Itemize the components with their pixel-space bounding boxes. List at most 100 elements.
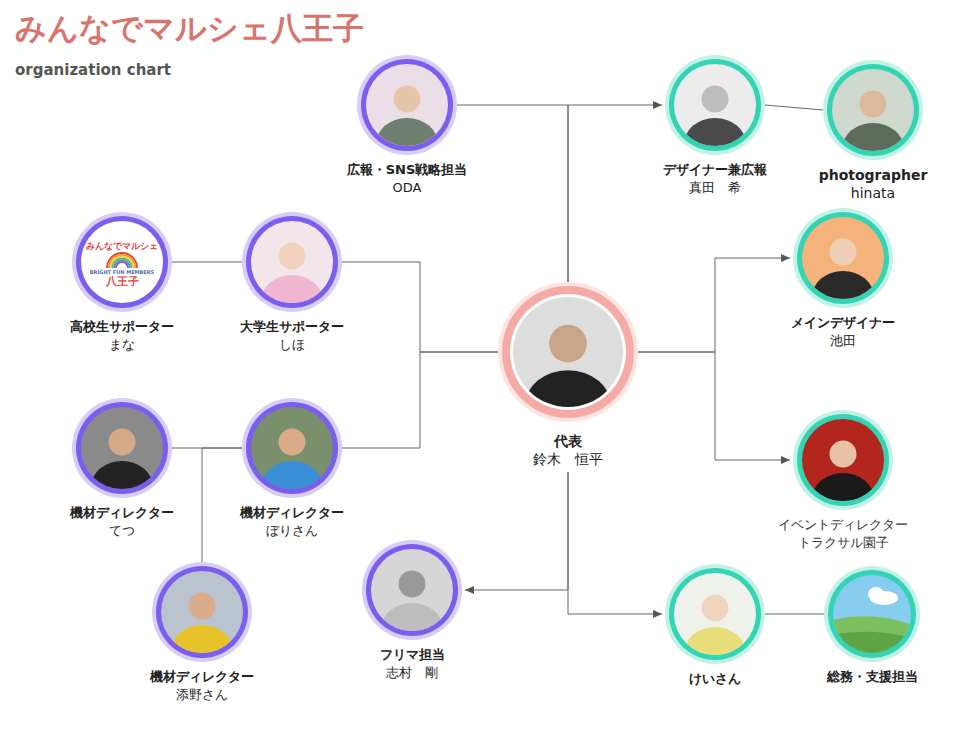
person-body: [261, 275, 323, 312]
portrait-photo: [665, 564, 765, 664]
person-body: [376, 118, 438, 155]
portrait-photo: [498, 282, 638, 422]
member-name: 鈴木 恒平: [533, 450, 603, 468]
ring-halo: [824, 566, 920, 662]
person-head: [830, 239, 857, 266]
role-label: 機材ディレクター: [70, 504, 174, 522]
portrait-ring: [793, 410, 893, 510]
person-body: [171, 625, 233, 662]
portrait-photo: [72, 398, 172, 498]
member-name: ODA: [393, 179, 422, 197]
member-name: まな: [109, 336, 135, 354]
member-node: 機材ディレクターてつ: [68, 398, 176, 540]
portrait-photo: [793, 410, 893, 510]
portrait-ring: [72, 212, 172, 312]
person-head: [702, 86, 729, 113]
connector: [638, 352, 790, 460]
portrait-photo: [152, 562, 252, 662]
connector: [342, 352, 498, 448]
rainbow-arc: [112, 258, 131, 268]
person-head: [830, 441, 857, 468]
role-label: デザイナー兼広報: [663, 161, 767, 179]
role-label: 広報・SNS戦略担当: [347, 161, 468, 179]
portrait-ring: [498, 282, 638, 422]
person-body: [812, 271, 874, 308]
logo-ground: [72, 212, 172, 312]
role-label: 代表: [554, 432, 582, 450]
rainbow-arc: [109, 255, 135, 268]
portrait-photo: [823, 60, 923, 160]
member-node: イベントディレクタートラクサル園子: [776, 410, 910, 552]
person-head: [394, 86, 421, 113]
portrait-ring: [72, 398, 172, 498]
rainbow-arc: [114, 260, 130, 268]
person-body: [684, 118, 746, 155]
portrait-photo: [824, 566, 920, 662]
member-name: ぼりさん: [266, 522, 318, 540]
person-head: [109, 429, 136, 456]
portrait-ring: [242, 212, 342, 312]
connector: [765, 105, 823, 110]
role-label: 高校生サポーター: [70, 318, 174, 336]
person-head: [399, 571, 426, 598]
connector: [568, 472, 662, 614]
member-node: けいさん: [663, 564, 767, 688]
role-label: 機材ディレクター: [150, 668, 254, 686]
member-name: 池田: [830, 332, 856, 350]
ring-halo: [72, 212, 172, 312]
rainbow-arc: [111, 257, 134, 268]
person-head: [860, 91, 887, 118]
portrait-ring: [357, 55, 457, 155]
member-name: トラクサル園子: [798, 534, 889, 552]
connector: [465, 472, 568, 590]
hill: [824, 616, 920, 662]
portrait-photo: [665, 55, 765, 155]
portrait-photo: [242, 212, 342, 312]
cloud: [868, 587, 884, 601]
person-body: [812, 473, 874, 510]
member-name: hinata: [851, 184, 895, 202]
logo-text: 八王子: [106, 276, 139, 287]
person-head: [189, 593, 216, 620]
role-label: イベントディレクター: [778, 516, 908, 534]
person-body: [684, 627, 746, 664]
member-node: 代表鈴木 恒平: [496, 282, 640, 468]
portrait-ring: [362, 540, 462, 640]
connector: [638, 258, 790, 352]
role-label: photographer: [819, 166, 928, 184]
member-name: てつ: [109, 522, 135, 540]
member-node: 機材ディレクターぼりさん: [238, 398, 346, 540]
member-node: メインデザイナー池田: [789, 208, 897, 350]
member-node: 大学生サポーターしほ: [238, 212, 346, 354]
member-name: 添野さん: [176, 686, 228, 704]
role-label: 機材ディレクター: [240, 504, 344, 522]
portrait-ring: [665, 55, 765, 155]
chart-title: みんなでマルシェ八王子: [15, 10, 364, 47]
person-head: [702, 595, 729, 622]
portrait-ring: [793, 208, 893, 308]
connector: [765, 614, 824, 615]
member-node: フリマ担当志村 剛: [360, 540, 464, 682]
connector: [457, 105, 568, 282]
portrait-photo: [793, 208, 893, 308]
person-body: [91, 461, 153, 498]
logo-text: BRIGHT FUN MEMBERS: [90, 270, 154, 275]
rainbow-arc: [116, 262, 128, 268]
member-name: 志村 剛: [386, 664, 438, 682]
sky: [824, 566, 920, 662]
connector: [342, 262, 498, 352]
logo-text: みんなでマルシェ: [86, 242, 158, 251]
portrait-photo: [362, 540, 462, 640]
person-body: [261, 461, 323, 498]
member-node: photographerhinata: [817, 60, 930, 202]
role-label: メインデザイナー: [791, 314, 895, 332]
portrait-ring: [242, 398, 342, 498]
member-name: しほ: [279, 336, 305, 354]
portrait-ring: [665, 564, 765, 664]
portrait-photo: [72, 212, 172, 312]
member-node: 広報・SNS戦略担当ODA: [345, 55, 470, 197]
member-node: デザイナー兼広報真田 希: [661, 55, 769, 197]
member-node: 機材ディレクター添野さん: [148, 562, 256, 704]
role-label: フリマ担当: [380, 646, 445, 664]
